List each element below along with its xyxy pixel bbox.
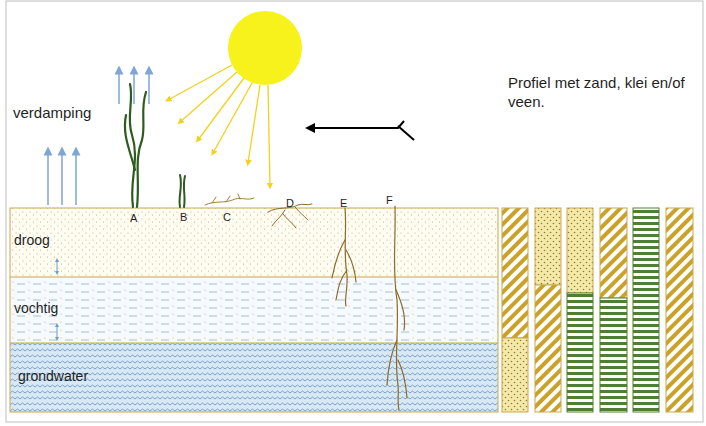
svg-rect [535,285,561,412]
svg-path [295,207,308,220]
svg-path [272,210,285,226]
svg-rect [567,208,593,293]
svg-line [180,72,237,122]
roots-f [387,206,407,410]
svg-line [248,85,260,163]
sun-rays [168,65,270,186]
svg-path [130,84,135,207]
svg-path [394,206,399,410]
plant-a [125,84,146,207]
soil-band: droog [10,208,498,277]
plants [125,84,407,410]
frame [6,1,703,422]
plant-c [205,194,254,205]
svg-rect [600,208,627,298]
svg-path [125,115,135,170]
capillary-arrow [57,325,58,339]
svg-rect [502,208,528,338]
band-label: vochtig [14,300,58,316]
soil-band: vochtig [10,277,498,343]
svg-path [332,240,345,278]
soil-band: grondwater [10,343,498,412]
svg-line [47,151,49,205]
svg-rect [535,208,561,285]
profile-caption: Profiel met zand, klei en/of veen. [508,73,700,111]
svg-line [133,70,135,104]
capillary-arrow [57,260,58,273]
svg-rect [666,208,693,412]
svg-path [398,360,407,398]
svg-line [213,83,252,153]
svg-line [148,70,150,104]
svg-line [61,151,63,205]
svg-rect [600,298,627,412]
svg-line [310,127,392,129]
plant-letter: C [223,210,231,225]
svg-path [336,270,347,300]
plant-letter: B [180,210,187,225]
roots-e [332,208,356,306]
moist-layer [10,277,498,343]
svg-path [283,214,296,228]
svg-line [168,65,232,100]
svg-rect [567,293,593,412]
svg-path [387,340,397,385]
layer-boundary [10,343,498,344]
svg-path [396,290,405,330]
svg-path [346,250,356,282]
svg-rect [633,208,659,412]
svg-path [345,208,347,306]
svg-line [268,85,270,186]
plant-letter: D [286,196,294,211]
soil-outline [10,208,498,412]
plant-letter: A [130,211,137,226]
wind-arrow [310,121,414,140]
svg-line [118,70,120,104]
plant-letter: F [386,193,393,208]
svg-path [180,175,181,207]
svg-path [184,176,185,207]
band-label: grondwater [18,368,88,384]
process-label: verdamping [13,103,91,122]
profile-columns [502,208,693,412]
sun [228,11,302,85]
svg-rect [502,338,528,412]
band-label: droog [14,232,50,248]
layer-boundary [10,277,498,278]
svg-path [212,194,240,203]
plant-letter: E [340,196,347,211]
svg-line [75,151,77,205]
plant-b [180,175,185,207]
svg-path [137,92,146,207]
groundwater-layer [10,343,498,412]
svg-path [205,198,254,205]
svg-line [398,126,414,140]
dry-layer [10,208,498,277]
